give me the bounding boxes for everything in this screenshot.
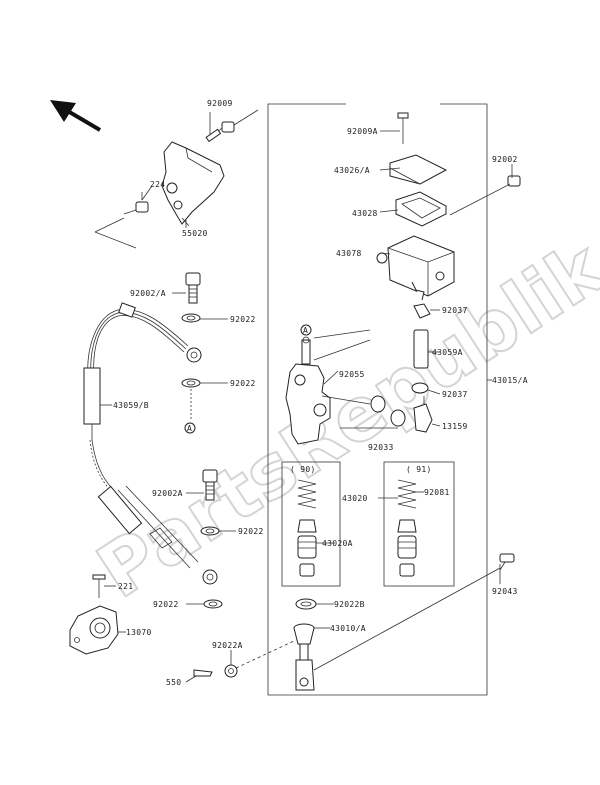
label-92002A-top: 92002/A	[130, 289, 166, 298]
label-91: ( 91)	[406, 465, 432, 474]
leader-lines	[100, 109, 513, 683]
label-92043: 92043	[492, 587, 518, 596]
label-92055: 92055	[339, 370, 365, 379]
label-92022-2: 92022	[230, 379, 256, 388]
washer-92022-2	[181, 378, 201, 388]
label-92009A: 92009A	[347, 127, 378, 136]
label-92002A: 92002A	[152, 489, 183, 498]
label-92022-1: 92022	[230, 315, 256, 324]
washer-92022-3	[200, 526, 220, 536]
pin-92043	[499, 553, 515, 571]
part-labels: 92009 224 55020 92009A 43026/A 43028 430…	[113, 99, 528, 687]
label-550: 550	[166, 678, 181, 687]
mount-13070	[69, 605, 119, 655]
banjo-bolt-92002A	[202, 469, 218, 501]
circlip-92033	[390, 409, 406, 427]
push-rod-43010A	[293, 623, 315, 691]
label-221: 221	[118, 582, 133, 591]
label-43028: 43028	[352, 209, 378, 218]
direction-arrow-icon	[50, 100, 102, 132]
hose-43059A	[413, 329, 429, 369]
master-cylinder-body	[285, 336, 331, 445]
label-13159: 13159	[442, 422, 468, 431]
label-92037-a: 92037	[442, 306, 468, 315]
label-92022B: 92022B	[334, 600, 365, 609]
washer-92022B	[295, 598, 317, 610]
label-43015A: 43015/A	[492, 376, 528, 385]
washer-92022-4	[203, 599, 223, 609]
label-43020: 43020	[342, 494, 368, 503]
label-43010A: 43010/A	[330, 624, 366, 633]
kit-box-90	[281, 461, 341, 587]
banjo-bolt-top	[185, 272, 201, 304]
oring-92055	[370, 395, 386, 413]
kit-parts-90	[297, 479, 317, 577]
assembly-frame	[267, 103, 488, 696]
cotter-pin-550	[193, 669, 213, 677]
clamp-92037-b	[411, 382, 429, 394]
reservoir-43078	[376, 235, 455, 301]
label-A-top: A	[303, 326, 308, 335]
kit-box-91	[383, 461, 455, 587]
label-43026A: 43026/A	[334, 166, 370, 175]
bolt-92009	[205, 121, 235, 143]
label-92009: 92009	[207, 99, 233, 108]
cap-43026A	[389, 154, 448, 185]
bracket-55020	[161, 141, 225, 225]
watermark: PartsRepublik	[83, 224, 600, 615]
label-92081: 92081	[424, 488, 450, 497]
label-92022-3: 92022	[238, 527, 264, 536]
label-92033: 92033	[368, 443, 394, 452]
fitting-13159	[413, 396, 433, 433]
washer-92022-1	[181, 313, 201, 323]
label-92037-b: 92037	[442, 390, 468, 399]
label-43059B: 43059/B	[113, 401, 149, 410]
label-A-bottom: A	[187, 424, 192, 433]
diaphragm-43028	[395, 191, 447, 227]
label-90: ( 90)	[290, 465, 316, 474]
nut-92022A	[224, 664, 238, 678]
label-92002-right: 92002	[492, 155, 518, 164]
label-43059A: 43059A	[432, 348, 463, 357]
label-43020A: 43020A	[322, 539, 353, 548]
label-224: 224	[150, 180, 165, 189]
label-43078: 43078	[336, 249, 362, 258]
label-13070: 13070	[126, 628, 152, 637]
label-55020: 55020	[182, 229, 208, 238]
kit-parts-91	[397, 479, 417, 577]
bolt-92002-right	[449, 175, 521, 216]
screw-221	[92, 574, 106, 598]
label-92022-4: 92022	[153, 600, 179, 609]
screw-92009A	[397, 112, 409, 144]
label-92022A: 92022A	[212, 641, 243, 650]
clamp-92037-a	[413, 303, 431, 319]
brake-hose-43059B	[83, 302, 218, 585]
bolt-224	[123, 201, 149, 215]
